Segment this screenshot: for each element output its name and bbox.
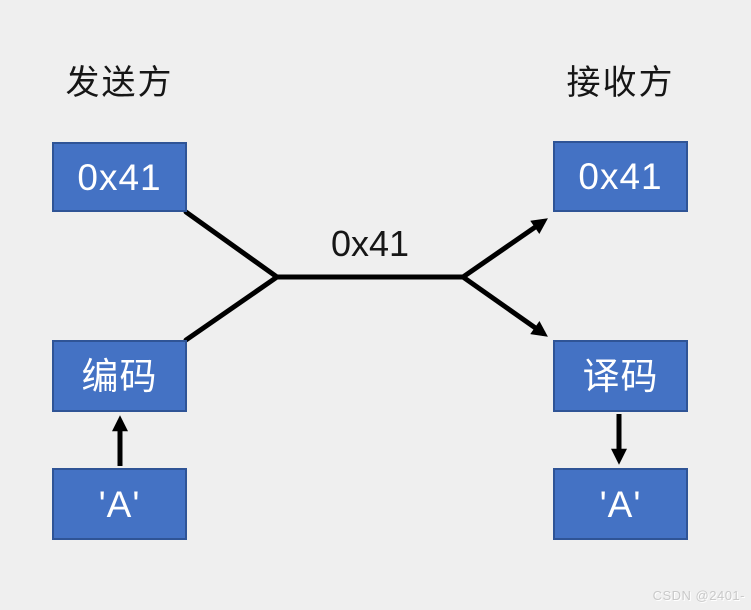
receiver-title: 接收方	[566, 64, 675, 102]
sender-char-box: 'A'	[52, 468, 187, 540]
channel-to-receiver-decode-arrow	[461, 274, 548, 337]
watermark: CSDN @2401-	[652, 588, 745, 603]
receiver-decode-box: 译码	[553, 340, 688, 412]
channel-hex-label: 0x41	[330, 223, 410, 264]
sender-encode-box: 编码	[52, 340, 187, 412]
sender-junction-lines	[183, 209, 280, 343]
sender-hex-box: 0x41	[52, 142, 187, 212]
channel-to-receiver-hex-arrow	[461, 218, 548, 280]
sender-title: 发送方	[65, 64, 174, 102]
receiver-char-box: 'A'	[553, 468, 688, 540]
receiver-hex-box: 0x41	[553, 141, 688, 212]
